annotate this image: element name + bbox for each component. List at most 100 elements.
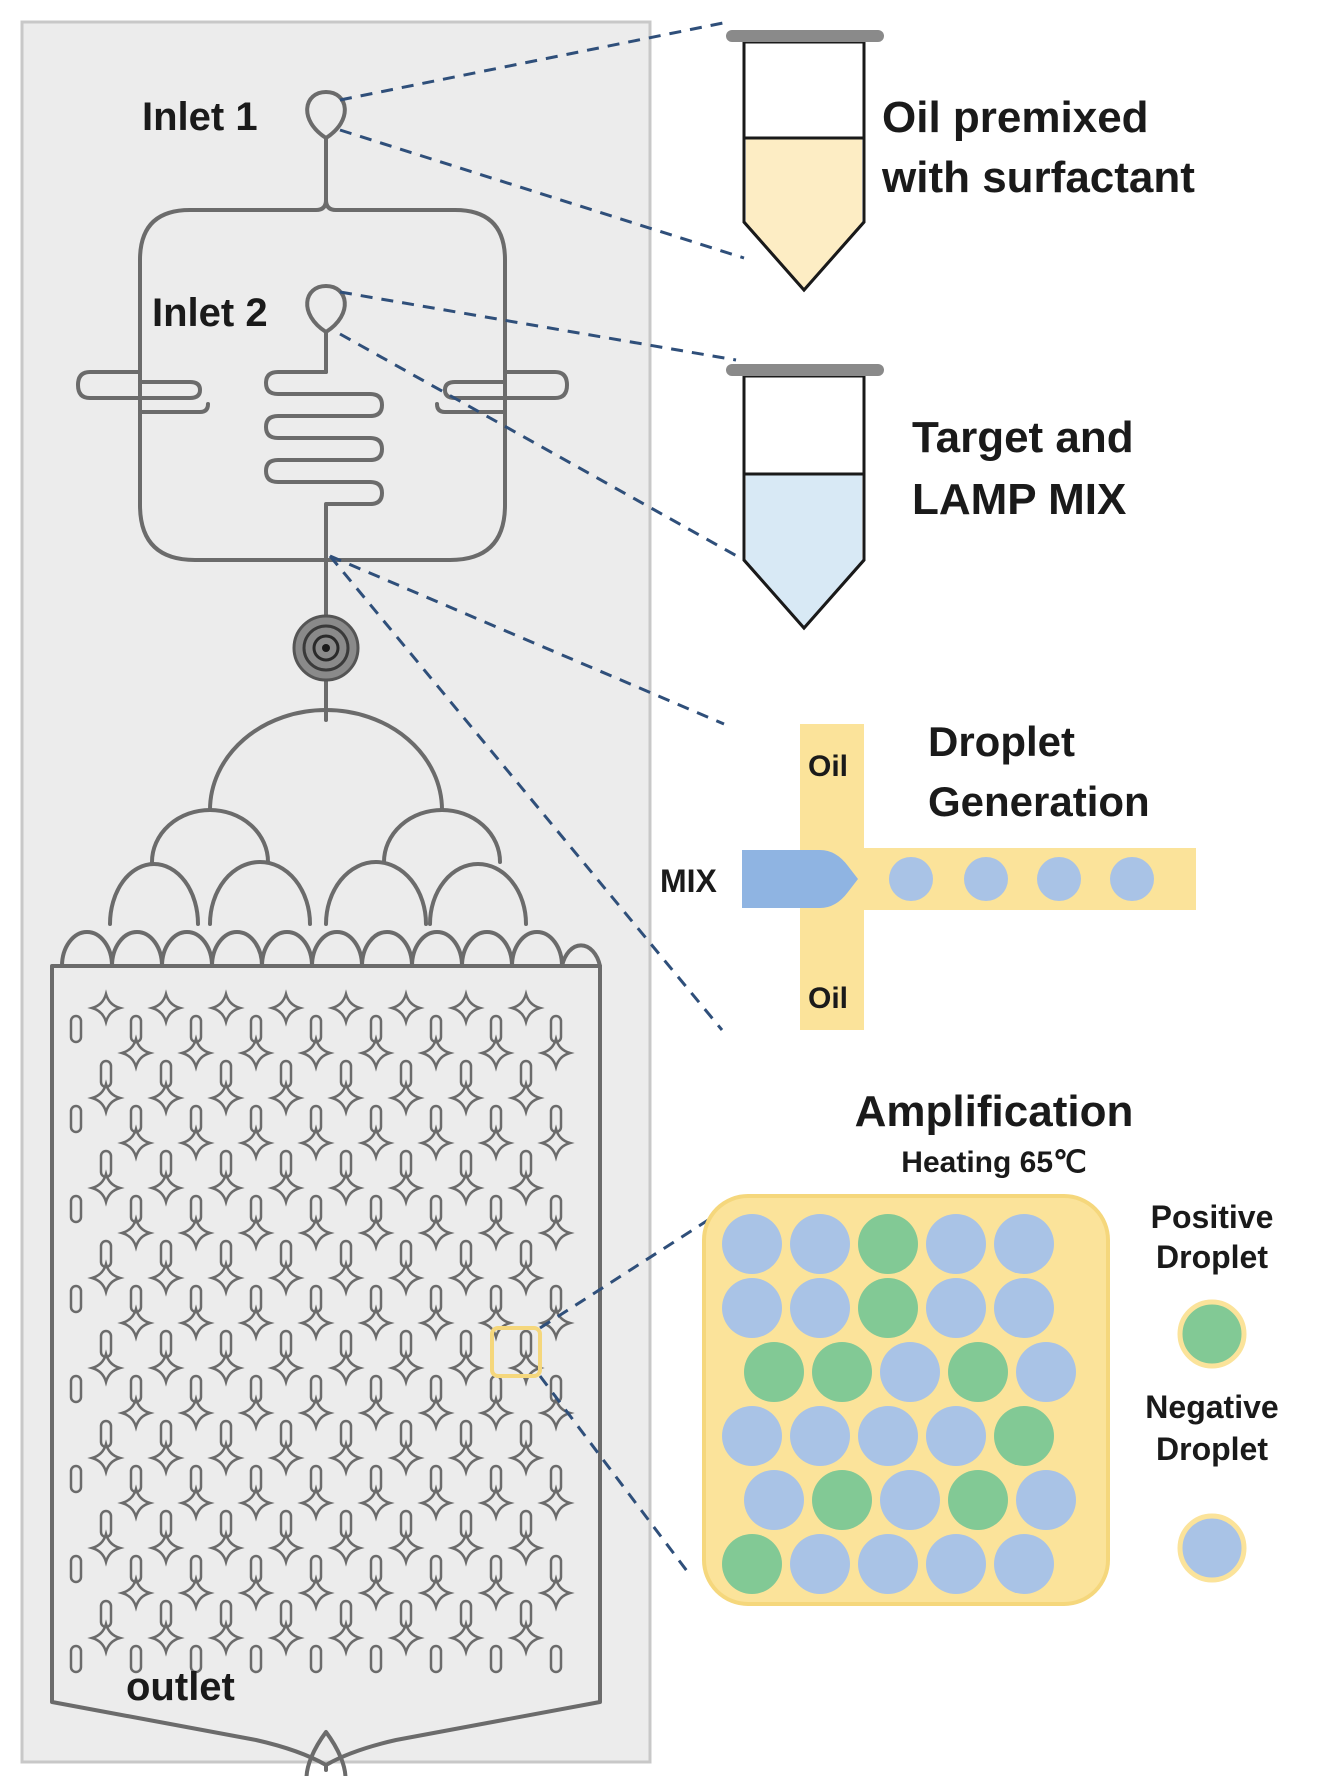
mix-label: MIX: [660, 863, 718, 899]
outlet-label: outlet: [126, 1665, 235, 1709]
pillar-star: [387, 1529, 425, 1567]
pillar-star: [237, 1124, 275, 1162]
amplification-panel: Amplification Heating 65℃ Positive Dropl…: [702, 1087, 1279, 1606]
positive-droplet: [722, 1534, 782, 1594]
pillar-star: [417, 1574, 455, 1612]
pillar-star: [237, 1304, 275, 1342]
pillar-star: [477, 1034, 515, 1072]
positive-droplet: [948, 1470, 1008, 1530]
pillar-star: [297, 1034, 335, 1072]
pillar-star: [297, 1484, 335, 1522]
droplet-generation-title-line2: Generation: [928, 778, 1150, 825]
amplification-title: Amplification: [855, 1087, 1134, 1136]
pillar-star: [507, 1619, 545, 1657]
pillar-star: [447, 1169, 485, 1207]
pillar-star: [147, 1349, 185, 1387]
pillar-star: [207, 1169, 245, 1207]
pillar-star: [477, 1394, 515, 1432]
legend-negative-droplet: [1177, 1513, 1247, 1583]
pillar-star: [507, 1259, 545, 1297]
pillar-star: [297, 1394, 335, 1432]
pillar-slot: [309, 1644, 323, 1674]
pillar-star: [537, 1484, 575, 1522]
generated-droplet: [964, 857, 1008, 901]
negative-droplet: [1016, 1470, 1076, 1530]
pillar-star: [507, 1349, 545, 1387]
pillar-star: [267, 1259, 305, 1297]
pillar-star: [297, 1214, 335, 1252]
pillar-slot: [189, 1644, 203, 1674]
negative-droplet: [880, 1342, 940, 1402]
negative-droplet: [926, 1278, 986, 1338]
pillar-star: [87, 1529, 125, 1567]
amplification-droplet-grid: [722, 1214, 1076, 1594]
pillar-star: [387, 1349, 425, 1387]
pillar-star: [447, 1529, 485, 1567]
pillar-star: [387, 1259, 425, 1297]
negative-droplet: [994, 1278, 1054, 1338]
chip-panel: Inlet 1 Inlet 2: [20, 20, 652, 1776]
pillar-star: [177, 1394, 215, 1432]
oil-loop-channel: [138, 198, 507, 562]
pillar-star: [267, 1079, 305, 1117]
mix-tube-label-line2: LAMP MIX: [912, 475, 1126, 524]
pillar-star: [297, 1574, 335, 1612]
pillar-star: [87, 1259, 125, 1297]
pillar-star: [537, 1124, 575, 1162]
pillar-star: [357, 1304, 395, 1342]
droplet-generation-title-line1: Droplet: [928, 718, 1075, 765]
pillar-star: [237, 1484, 275, 1522]
pillar-star: [207, 989, 245, 1027]
pillar-slot: [249, 1644, 263, 1674]
negative-droplet: [994, 1214, 1054, 1274]
pillar-star: [147, 1619, 185, 1657]
pillar-star: [387, 989, 425, 1027]
oil-top-label: Oil: [808, 750, 848, 783]
pillar-star: [177, 1034, 215, 1072]
pillar-star: [177, 1214, 215, 1252]
positive-droplet: [744, 1342, 804, 1402]
pillar-star: [447, 1079, 485, 1117]
pillar-star: [357, 1214, 395, 1252]
pillar-slot: [69, 1464, 83, 1494]
positive-droplet: [858, 1278, 918, 1338]
pillar-star: [507, 989, 545, 1027]
pillar-star: [207, 1529, 245, 1567]
pillar-star: [447, 1439, 485, 1477]
pillar-star: [177, 1124, 215, 1162]
pillar-star: [417, 1304, 455, 1342]
pillar-star: [357, 1484, 395, 1522]
positive-droplet: [812, 1342, 872, 1402]
pillar-star: [147, 1079, 185, 1117]
pillar-star: [417, 1394, 455, 1432]
pillar-star: [117, 1034, 155, 1072]
generated-droplet: [1037, 857, 1081, 901]
pillar-slot: [69, 1554, 83, 1584]
pillar-star: [237, 1394, 275, 1432]
pillar-star: [357, 1124, 395, 1162]
pillar-slot: [69, 1644, 83, 1674]
pillar-slot: [489, 1644, 503, 1674]
oil-bottom-label: Oil: [808, 982, 848, 1015]
pillar-star: [87, 1619, 125, 1657]
pillar-star: [147, 1259, 185, 1297]
pillar-star: [327, 1259, 365, 1297]
oil-tube-label-line1: Oil premixed: [882, 93, 1149, 142]
chip-background: [20, 20, 652, 1764]
pillar-star: [207, 1259, 245, 1297]
outlet: outlet: [126, 1665, 348, 1776]
negative-droplet: [722, 1214, 782, 1274]
center-serpentine: [264, 370, 384, 562]
legend-negative-line1: Negative: [1145, 1389, 1278, 1425]
pillar-star: [507, 1169, 545, 1207]
pillar-star: [117, 1574, 155, 1612]
pillar-star: [87, 1169, 125, 1207]
oil-tube: Oil premixed with surfactant: [726, 30, 1195, 293]
legend-positive-line1: Positive: [1151, 1199, 1274, 1235]
legend-negative-line2: Droplet: [1156, 1431, 1268, 1467]
mix-tube: Target and LAMP MIX: [726, 364, 1134, 631]
positive-droplet: [994, 1406, 1054, 1466]
pillar-star: [87, 1439, 125, 1477]
pillar-star: [117, 1214, 155, 1252]
